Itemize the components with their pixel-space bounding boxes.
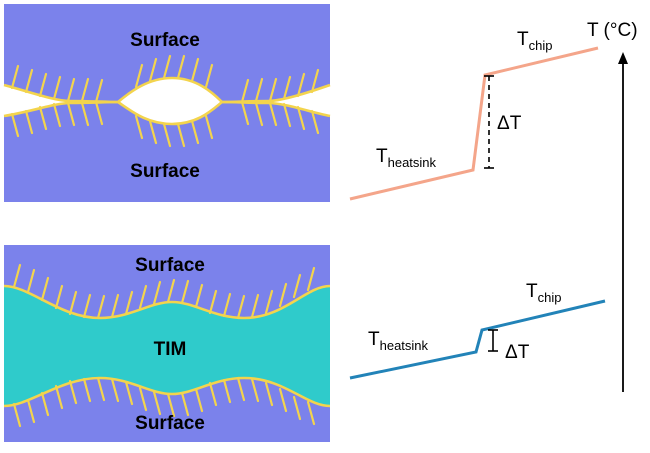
heatsink-temperature-label-with-tim: Theatsink — [368, 329, 429, 353]
chip-temperature-label-with-tim: Tchip — [526, 281, 561, 305]
top-panel-air-gap — [4, 78, 330, 124]
bottom-lower-surface-edge — [3, 376, 331, 408]
bottom-upper-surface-label: Surface — [135, 255, 205, 276]
temperature-profile-with-tim: ΔT Theatsink Tchip — [349, 281, 606, 380]
bottom-lower-surface-hatching — [12, 376, 316, 428]
bottom-lower-surface-label: Surface — [135, 413, 205, 434]
panel-with-tim: Surface TIM Surface — [3, 245, 331, 442]
top-lower-surface-label: Surface — [130, 161, 200, 182]
delta-t-label-with-tim: ΔT — [505, 342, 530, 363]
temperature-axis-arrow-icon — [618, 52, 628, 64]
top-lower-surface-hatching — [10, 100, 320, 148]
bottom-upper-surface-edge — [3, 284, 331, 320]
temperature-line-with-tim — [349, 299, 606, 380]
temperature-axis-label: T (°C) — [587, 20, 638, 41]
top-upper-surface-edge — [3, 76, 331, 104]
top-upper-surface-label: Surface — [130, 30, 200, 51]
temperature-axis: T (°C) — [587, 20, 638, 392]
temperature-line-without-tim — [349, 46, 599, 201]
delta-t-label-without-tim: ΔT — [497, 113, 522, 134]
temperature-profile-without-tim: ΔT Theatsink Tchip — [349, 29, 599, 201]
bottom-upper-surface-hatching — [12, 263, 316, 320]
chip-temperature-label-without-tim: Tchip — [517, 29, 552, 53]
top-lower-surface-edge — [3, 100, 331, 126]
tim-layer — [4, 286, 330, 406]
panel-without-tim: Surface Surface — [3, 4, 331, 202]
tim-label: TIM — [154, 339, 187, 360]
heatsink-temperature-label-without-tim: Theatsink — [376, 146, 437, 170]
top-upper-surface-hatching — [10, 54, 320, 104]
